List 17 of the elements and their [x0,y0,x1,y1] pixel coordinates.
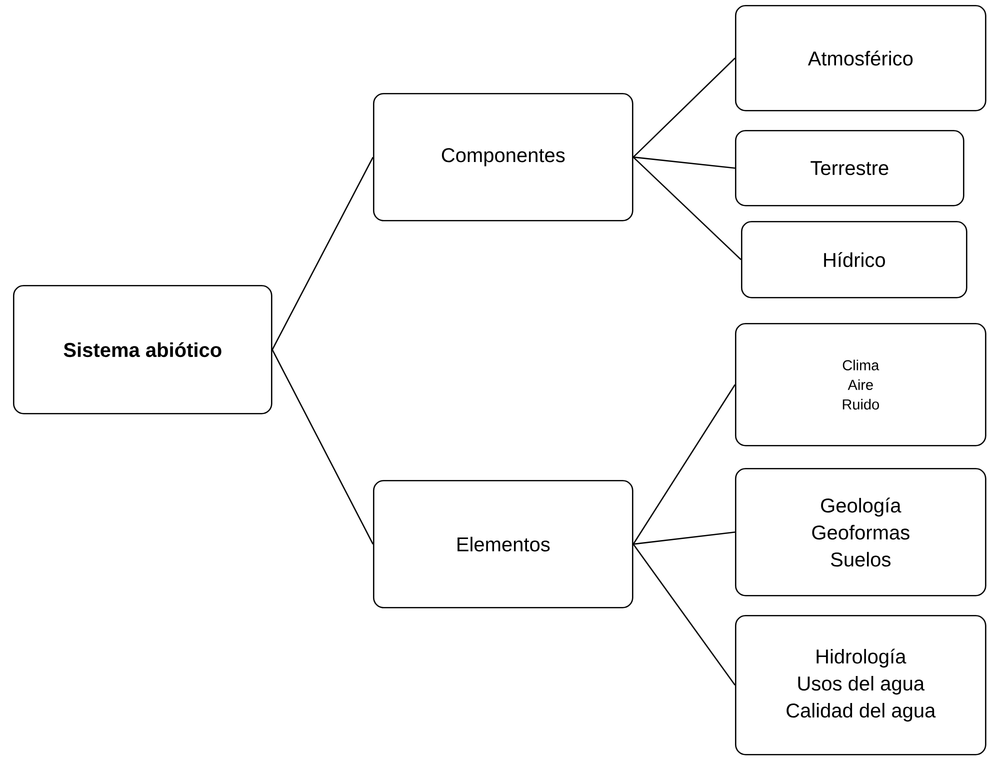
connector-line [272,349,374,544]
tree-box: Elementos [373,480,634,608]
connector-line [272,156,374,350]
connector-line [632,156,742,260]
connector-line [633,156,736,169]
tree-box: Hidrología Usos del agua Calidad del agua [735,615,986,756]
connector-line [632,384,736,544]
tree-box: Atmosférico [735,5,986,112]
tree-box: Clima Aire Ruido [735,323,986,446]
connector-line [632,544,736,686]
tree-box: Componentes [373,93,634,222]
connector-line [633,532,736,545]
tree-box: Terrestre [735,130,964,206]
connector-line [632,58,736,158]
tree-box: Hídrico [741,221,968,298]
tree-box: Sistema abiótico [13,285,272,414]
tree-box: Geología Geoformas Suelos [735,468,986,596]
